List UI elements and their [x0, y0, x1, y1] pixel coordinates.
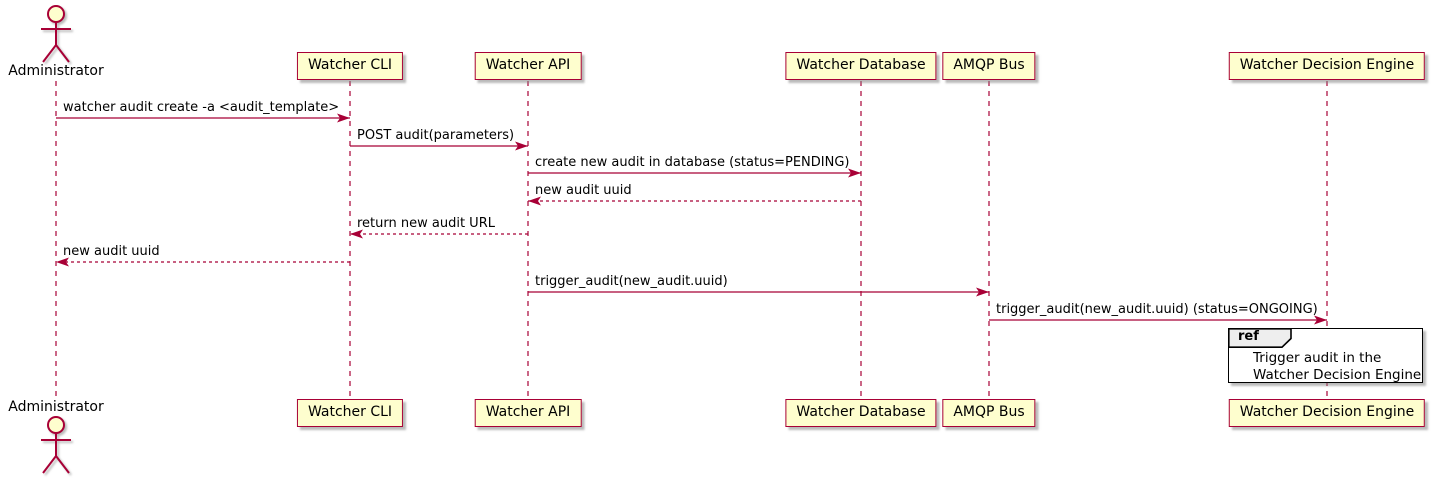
- actor-leg-right: [55, 44, 70, 63]
- actor-leg-left: [42, 455, 57, 474]
- actor-head: [47, 5, 65, 23]
- actor-figure-bottom-administrator: [41, 416, 71, 474]
- message-arrowhead-8: [1314, 315, 1327, 325]
- ref-text-line: Watcher Decision Engine: [1253, 367, 1422, 383]
- actor-leg-right: [55, 455, 70, 474]
- ref-header: ref: [1228, 328, 1298, 349]
- ref-keyword: ref: [1238, 329, 1259, 344]
- message-arrowhead-4: [528, 196, 541, 206]
- actor-figure-top-administrator: [41, 5, 71, 63]
- message-arrowhead-2: [515, 141, 528, 151]
- ref-pentagon-icon: [1228, 328, 1292, 349]
- ref-text: Trigger audit in the Watcher Decision En…: [1253, 350, 1421, 384]
- message-arrowhead-3: [848, 168, 861, 178]
- message-arrowhead-7: [976, 287, 989, 297]
- message-arrowhead-5: [350, 229, 363, 239]
- actor-leg-left: [42, 44, 57, 63]
- ref-fragment: ref Trigger audit in the Watcher Decisio…: [1228, 328, 1423, 383]
- actor-head: [47, 416, 65, 434]
- message-arrowhead-6: [56, 257, 69, 267]
- message-arrowhead-1: [337, 113, 350, 123]
- ref-text-line: Trigger audit in the: [1253, 350, 1382, 366]
